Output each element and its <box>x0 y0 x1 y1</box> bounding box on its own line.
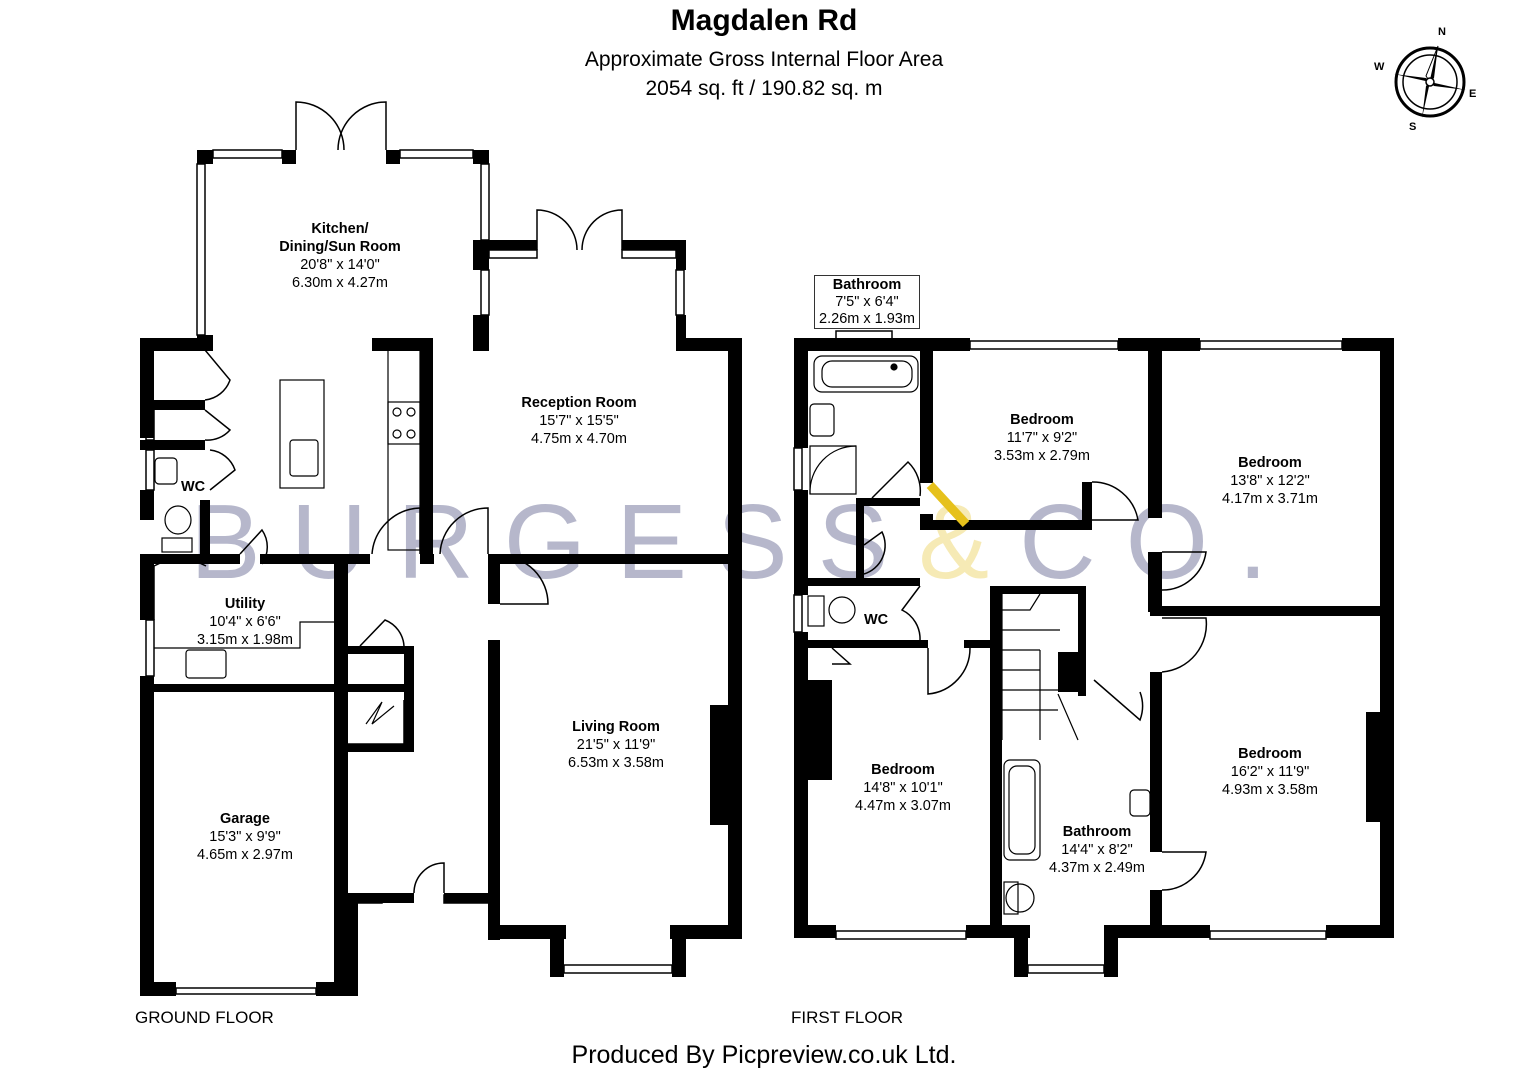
room-reception-name: Reception Room <box>521 395 637 411</box>
room-living: Living Room 21'5" x 11'9" 6.53m x 3.58m <box>568 718 664 772</box>
first-floor-landing-diagonal <box>926 481 970 528</box>
room-bedroom-2-name: Bedroom <box>1238 455 1302 471</box>
ground-floor-label: GROUND FLOOR <box>135 1008 274 1027</box>
room-bedroom-3-imperial: 14'8" x 10'1" <box>863 780 943 796</box>
watermark-ampersand: & <box>918 483 1020 601</box>
room-living-name: Living Room <box>572 719 660 735</box>
room-bedroom-1-imperial: 11'7" x 9'2" <box>1006 430 1078 446</box>
ground-floor-fixtures <box>154 349 421 725</box>
room-bathroom-large-name: Bathroom <box>1062 824 1132 840</box>
compass-south-label: S <box>1409 121 1417 133</box>
watermark-left: BURGESS <box>190 483 919 601</box>
room-kitchen-name2: Dining/Sun Room <box>279 239 401 255</box>
room-garage-name: Garage <box>220 811 270 827</box>
room-bedroom-1-metric: 3.53m x 2.79m <box>994 448 1090 464</box>
room-kitchen: Kitchen/ Dining/Sun Room 20'8" x 14'0" 6… <box>279 220 401 292</box>
room-garage-imperial: 15'3" x 9'9" <box>209 829 281 845</box>
room-bathroom-large-imperial: 14'4" x 8'2" <box>1061 842 1133 858</box>
room-utility-metric: 3.15m x 1.98m <box>197 632 293 648</box>
room-ground-wc: WC <box>181 479 206 495</box>
room-bathroom-small-metric: 2.26m x 1.93m <box>819 311 915 327</box>
room-bedroom-4-name: Bedroom <box>1238 746 1302 762</box>
compass-east-label: E <box>1469 88 1477 100</box>
room-bedroom-3: Bedroom 14'8" x 10'1" 4.47m x 3.07m <box>855 761 951 815</box>
ground-floor-walls <box>140 150 742 996</box>
room-utility-imperial: 10'4" x 6'6" <box>209 614 281 630</box>
first-floor-windows <box>793 330 1343 974</box>
room-bathroom-small-name: Bathroom <box>832 277 902 293</box>
plan-title: Magdalen Rd <box>670 4 858 37</box>
first-floor-label: FIRST FLOOR <box>791 1008 904 1027</box>
room-reception-imperial: 15'7" x 15'5" <box>539 413 619 429</box>
room-utility-name: Utility <box>224 596 266 612</box>
ground-floor-doors <box>153 101 623 894</box>
room-bedroom-1: Bedroom 11'7" x 9'2" 3.53m x 2.79m <box>994 411 1090 465</box>
room-bedroom-2-metric: 4.17m x 3.71m <box>1222 491 1318 507</box>
room-reception: Reception Room 15'7" x 15'5" 4.75m x 4.7… <box>521 394 636 448</box>
ground-floor-windows <box>145 149 685 995</box>
watermark: BURGESS&CO. <box>190 482 1298 603</box>
room-garage: Garage 15'3" x 9'9" 4.65m x 2.97m <box>197 810 293 864</box>
first-floor-fixtures <box>807 355 1151 915</box>
watermark-right: CO. <box>1019 483 1298 601</box>
plan-subtitle: Approximate Gross Internal Floor Area <box>584 48 944 71</box>
room-first-wc: WC <box>864 612 889 628</box>
room-bedroom-4: Bedroom 16'2" x 11'9" 4.93m x 3.58m <box>1222 745 1318 799</box>
room-bedroom-2-imperial: 13'8" x 12'2" <box>1230 473 1310 489</box>
room-bedroom-1-name: Bedroom <box>1010 412 1074 428</box>
plan-area: 2054 sq. ft / 190.82 sq. m <box>645 77 883 100</box>
room-bedroom-3-metric: 4.47m x 3.07m <box>855 798 951 814</box>
compass-rose-icon <box>1394 45 1466 118</box>
room-living-imperial: 21'5" x 11'9" <box>576 737 656 753</box>
room-bedroom-2: Bedroom 13'8" x 12'2" 4.17m x 3.71m <box>1222 454 1318 508</box>
room-bathroom-large: Bathroom 14'4" x 8'2" 4.37m x 2.49m <box>1049 823 1145 877</box>
room-kitchen-imperial: 20'8" x 14'0" <box>300 257 380 273</box>
footer-credit: Produced By Picpreview.co.uk Ltd. <box>571 1041 957 1069</box>
room-bathroom-large-metric: 4.37m x 2.49m <box>1049 860 1145 876</box>
room-living-metric: 6.53m x 3.58m <box>568 755 664 771</box>
room-garage-metric: 4.65m x 2.97m <box>197 847 293 863</box>
room-bedroom-4-metric: 4.93m x 3.58m <box>1222 782 1318 798</box>
room-bathroom-small: Bathroom 7'5" x 6'4" 2.26m x 1.93m <box>814 275 920 329</box>
room-utility: Utility 10'4" x 6'6" 3.15m x 1.98m <box>197 595 293 649</box>
compass-west-label: W <box>1374 61 1385 73</box>
room-bathroom-small-imperial: 7'5" x 6'4" <box>835 294 899 310</box>
room-reception-metric: 4.75m x 4.70m <box>531 431 627 447</box>
room-kitchen-name1: Kitchen/ <box>311 221 369 237</box>
room-kitchen-metric: 6.30m x 4.27m <box>292 275 388 291</box>
first-floor-doors <box>831 460 1208 891</box>
room-bedroom-3-name: Bedroom <box>871 762 935 778</box>
room-bedroom-4-imperial: 16'2" x 11'9" <box>1230 764 1310 780</box>
compass-north-label: N <box>1438 26 1446 38</box>
first-floor-walls <box>794 338 1394 977</box>
